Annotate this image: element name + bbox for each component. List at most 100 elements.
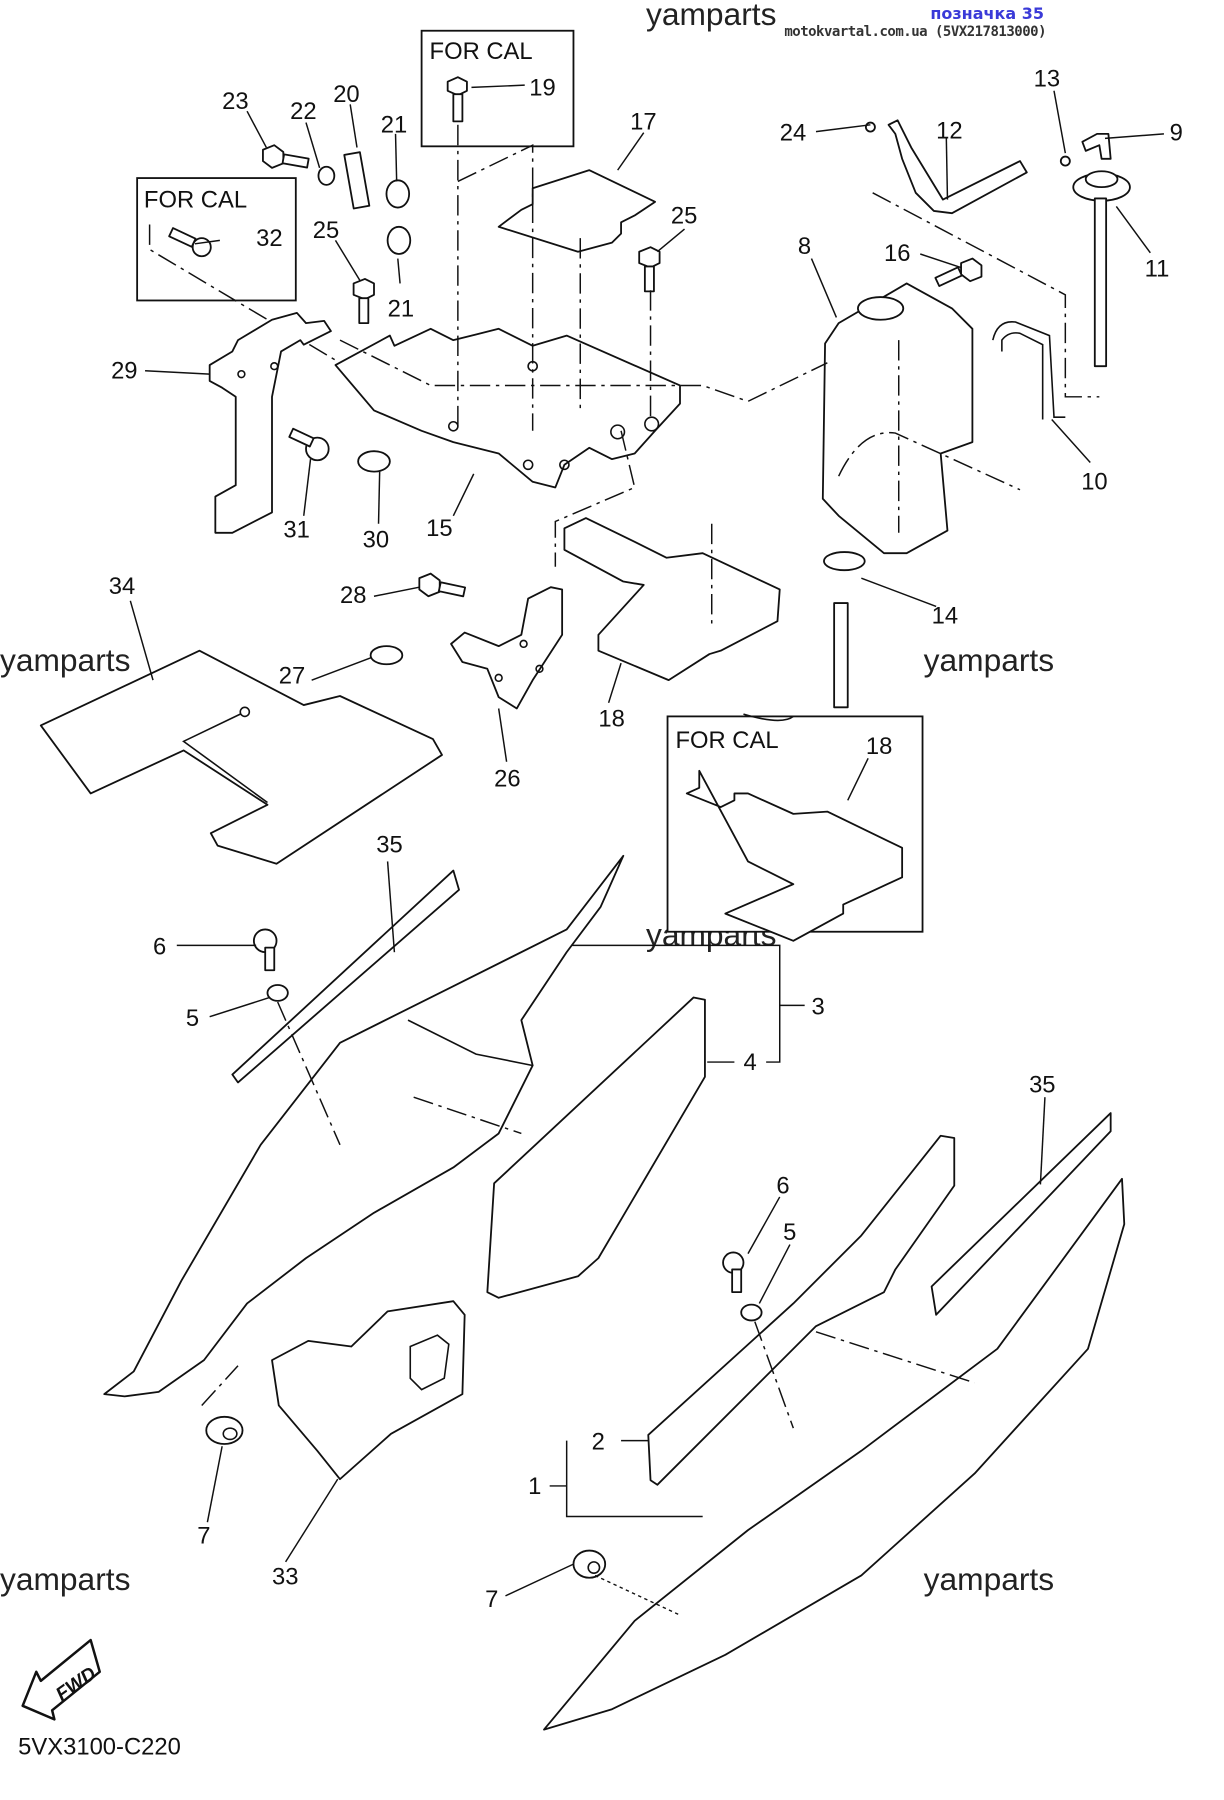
part-2 [647,1134,956,1486]
callout-3: 3 [811,993,824,1020]
part-35-bottom [930,1112,1112,1316]
callout-29: 29 [111,358,137,385]
callout-34: 34 [109,573,135,600]
callout-33: 33 [272,1564,298,1591]
callout-25: 25 [313,217,339,244]
clamp-27-icon [369,645,404,666]
callouts: 1 2 3 4 5 5 6 6 7 7 8 9 10 11 12 13 14 1… [109,65,1183,1613]
bolt-23-icon [262,144,310,169]
callout-4: 4 [743,1049,756,1076]
leader-lines [129,84,1164,1597]
callout-22: 22 [290,98,316,125]
bolt-25-icon [638,246,661,293]
callout-26: 26 [494,766,520,793]
watermark: yamparts [0,1561,130,1597]
callout-17: 17 [630,108,656,135]
callout-13: 13 [1034,65,1060,92]
part-15 [334,327,681,489]
diagram-code: 5VX3100-C220 [18,1734,181,1761]
clip-13-icon [1059,155,1071,167]
callout-9: 9 [1170,120,1183,147]
bolt-16-icon [934,257,983,287]
part-35-top [231,869,460,1084]
callout-7: 7 [485,1586,498,1613]
callout-23: 23 [222,88,248,115]
callout-21: 21 [381,112,407,139]
callout-6: 6 [153,933,166,960]
callout-35: 35 [376,831,402,858]
bolt-28-icon [418,572,467,598]
callout-32: 32 [256,225,282,252]
grommet-7-right-icon [572,1549,607,1579]
bolt-6-right-icon [722,1251,745,1294]
washer-5-left-icon [266,984,289,1002]
part-11 [1072,170,1131,368]
clamp-30-icon [357,450,391,473]
callout-19: 19 [529,74,555,101]
callout-21: 21 [388,295,414,322]
plate-20-icon [343,151,371,210]
callout-1: 1 [528,1473,541,1500]
variant-box-label: FOR CAL [430,38,533,65]
callout-20: 20 [333,81,359,108]
callout-10: 10 [1081,469,1107,496]
callout-24: 24 [780,120,806,147]
callout-28: 28 [340,582,366,609]
callout-31: 31 [283,516,309,543]
part-12 [887,119,1028,215]
fwd-arrow-icon: FWD [21,1638,101,1721]
callout-6: 6 [776,1173,789,1200]
variant-box-32: FOR CAL [136,177,341,364]
collar-22-icon [317,165,336,186]
part-10 [992,320,1066,420]
callout-15: 15 [426,515,452,542]
variant-box-19: FOR CAL [420,29,575,148]
part-18 [563,517,781,682]
part-14 [823,551,866,709]
watermark: yamparts [924,642,1054,678]
watermark: yamparts [924,1561,1054,1597]
bolt-31-icon [288,427,330,462]
part-29 [208,312,332,534]
part-1 [543,1177,1126,1731]
callout-16: 16 [884,240,910,267]
callout-18: 18 [866,733,892,760]
bolt-6-left-icon [252,928,278,972]
grommet-7-left-icon [205,1415,244,1445]
variant-box-label: FOR CAL [144,187,247,214]
callout-12: 12 [936,117,962,144]
callout-7: 7 [197,1523,210,1550]
bushing-21-icon [386,225,412,255]
watermark: yamparts [0,642,130,678]
part-9 [1081,132,1112,160]
part-4 [486,996,706,1299]
callout-5: 5 [783,1219,796,1246]
callout-11: 11 [1145,256,1170,283]
callout-8: 8 [798,233,811,260]
watermark: yamparts [646,0,776,32]
clip-24-icon [864,121,876,133]
bolt-25-icon [352,278,375,325]
part-3 [103,854,625,1398]
callout-27: 27 [279,663,305,690]
callout-25: 25 [671,202,697,229]
part-17 [497,169,656,253]
callout-2: 2 [592,1429,605,1456]
variant-box-18: FOR CAL [666,713,924,942]
bolt-19-icon [446,76,468,123]
callout-14: 14 [932,602,958,629]
bushing-21-icon [385,179,411,209]
part-8 [821,282,1021,555]
part-26 [450,586,564,710]
part-34 [39,649,443,865]
callout-35: 35 [1029,1072,1055,1099]
callout-5: 5 [186,1005,199,1032]
reference-label: позначка 35 [930,4,1044,23]
variant-box-label: FOR CAL [675,727,778,754]
callout-30: 30 [363,527,389,554]
washer-5-right-icon [740,1303,763,1322]
callout-18: 18 [598,706,624,733]
part-33 [271,1300,466,1481]
site-label: motokvartal.com.ua (5VX217813000) [784,24,1046,40]
